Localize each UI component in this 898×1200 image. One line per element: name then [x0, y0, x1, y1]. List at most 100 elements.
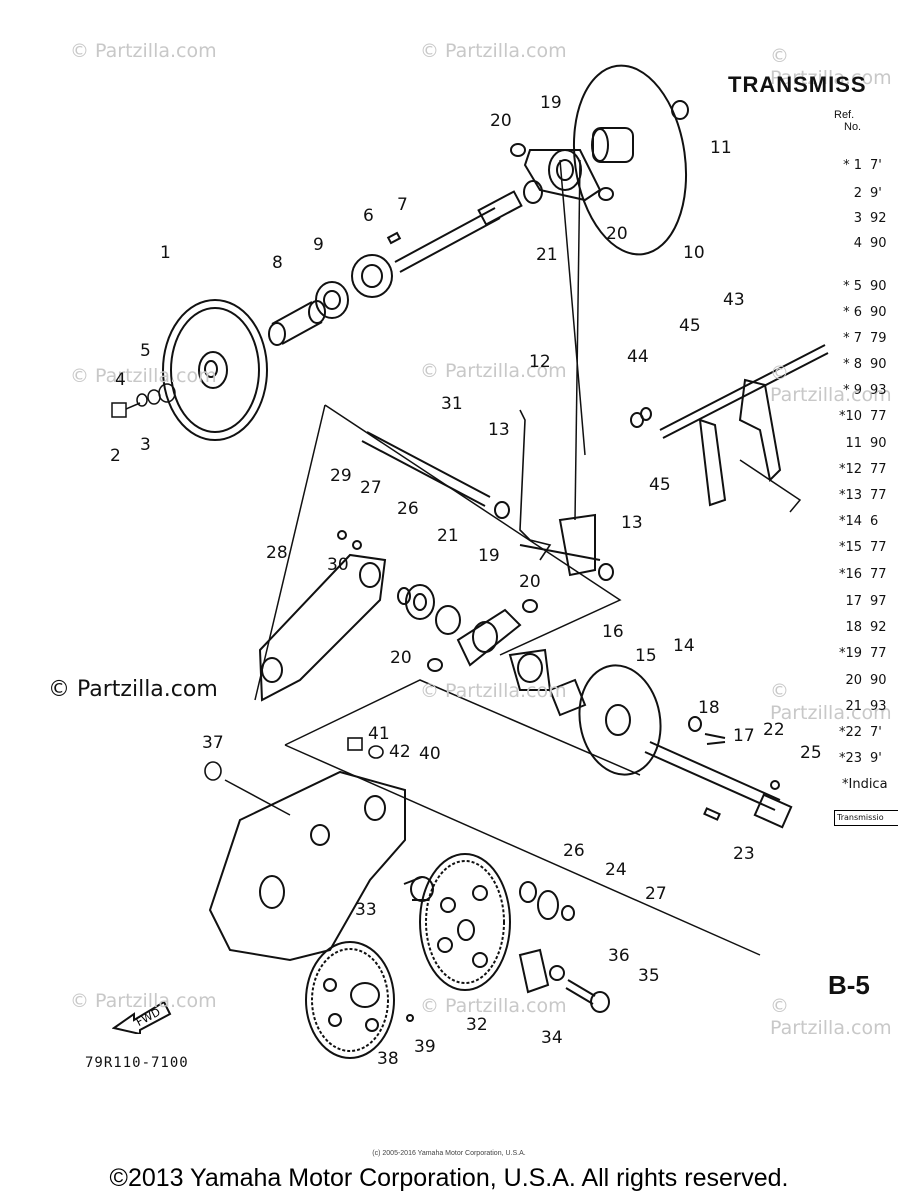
callout: 18 [698, 698, 720, 718]
watermark: © Partzilla.com [770, 680, 892, 724]
col-no-label: No. [844, 121, 862, 133]
callout: 41 [368, 724, 390, 744]
callout: 2 [110, 446, 121, 466]
callout: 21 [437, 526, 459, 546]
callout: 45 [649, 475, 671, 495]
callout: 42 [389, 742, 411, 762]
callout: 31 [441, 394, 463, 414]
callout: 24 [605, 860, 627, 880]
part-10-sheave [572, 64, 689, 256]
callout: 20 [390, 648, 412, 668]
callout: 19 [540, 93, 562, 113]
part-22-shaft [644, 741, 793, 829]
callout: 37 [202, 733, 224, 753]
part-9-bearings [315, 254, 393, 319]
callout: 30 [327, 555, 349, 575]
callout: 25 [800, 743, 822, 763]
callout: 14 [673, 636, 695, 656]
callout: 9 [313, 235, 324, 255]
callout: 23 [733, 844, 755, 864]
callout: 38 [377, 1049, 399, 1069]
callout: 40 [419, 744, 441, 764]
callout: 10 [683, 243, 705, 263]
callout: 15 [635, 646, 657, 666]
watermark: © Partzilla.com [420, 360, 567, 382]
diagram-code: 79R110-7100 [85, 1055, 189, 1071]
part-37-41-42-fasteners [204, 737, 384, 781]
callout: 32 [466, 1015, 488, 1035]
callout: 20 [490, 111, 512, 131]
callout: 13 [621, 513, 643, 533]
part-28-bracket [258, 530, 387, 702]
part-32-sprocket [419, 853, 511, 991]
callout: 4 [115, 370, 126, 390]
callout: 27 [360, 478, 382, 498]
callout: 12 [529, 352, 551, 372]
callout: 26 [563, 841, 585, 861]
callout: 3 [140, 435, 151, 455]
callout: 45 [679, 316, 701, 336]
callout: 22 [763, 720, 785, 740]
watermark: © Partzilla.com [420, 40, 567, 62]
part-2-5-bolt-washers [111, 383, 176, 418]
part-40-chain-case [208, 770, 406, 962]
callout: 1 [160, 243, 171, 263]
part-34-36-fasteners [518, 948, 610, 1013]
part-24-sprocket [519, 881, 575, 921]
callout: 43 [723, 290, 745, 310]
fwd-arrow-icon: FWD [112, 1000, 172, 1034]
part-43-shift-shaft [630, 344, 829, 507]
callout: 29 [330, 466, 352, 486]
callout: 6 [363, 206, 374, 226]
col-ref-label: Ref. [834, 109, 855, 121]
callout: 11 [710, 138, 732, 158]
part-38-sprocket [305, 941, 414, 1059]
part-31-shaft [361, 409, 614, 581]
callout: 28 [266, 543, 288, 563]
part-19-lower-housing [397, 584, 538, 672]
copyright: ©2013 Yamaha Motor Corporation, U.S.A. A… [109, 1164, 789, 1192]
page-title: TRANSMISS [728, 72, 867, 97]
part-8-sleeve [268, 300, 326, 346]
watermark: © Partzilla.com [770, 362, 892, 406]
part-14-sprocket [508, 648, 726, 776]
small-copyright: (c) 2005-2016 Yamaha Motor Corporation, … [372, 1150, 526, 1157]
callout: 39 [414, 1037, 436, 1057]
transmission-box-label: Transmissio [834, 810, 898, 826]
callout: 16 [602, 622, 624, 642]
callout: 35 [638, 966, 660, 986]
callout: 17 [733, 726, 755, 746]
callout: 27 [645, 884, 667, 904]
callout: 20 [606, 224, 628, 244]
callout: 44 [627, 347, 649, 367]
part-1-pulley [162, 299, 268, 441]
watermark: © Partzilla.com [420, 680, 567, 702]
watermark: © Partzilla.com [420, 995, 567, 1017]
watermark: © Partzilla.com [770, 995, 892, 1039]
footnote: *Indica [842, 777, 888, 792]
callout: 8 [272, 253, 283, 273]
watermark: © Partzilla.com [70, 40, 217, 62]
callout: 21 [536, 245, 558, 265]
callout: 5 [140, 341, 151, 361]
